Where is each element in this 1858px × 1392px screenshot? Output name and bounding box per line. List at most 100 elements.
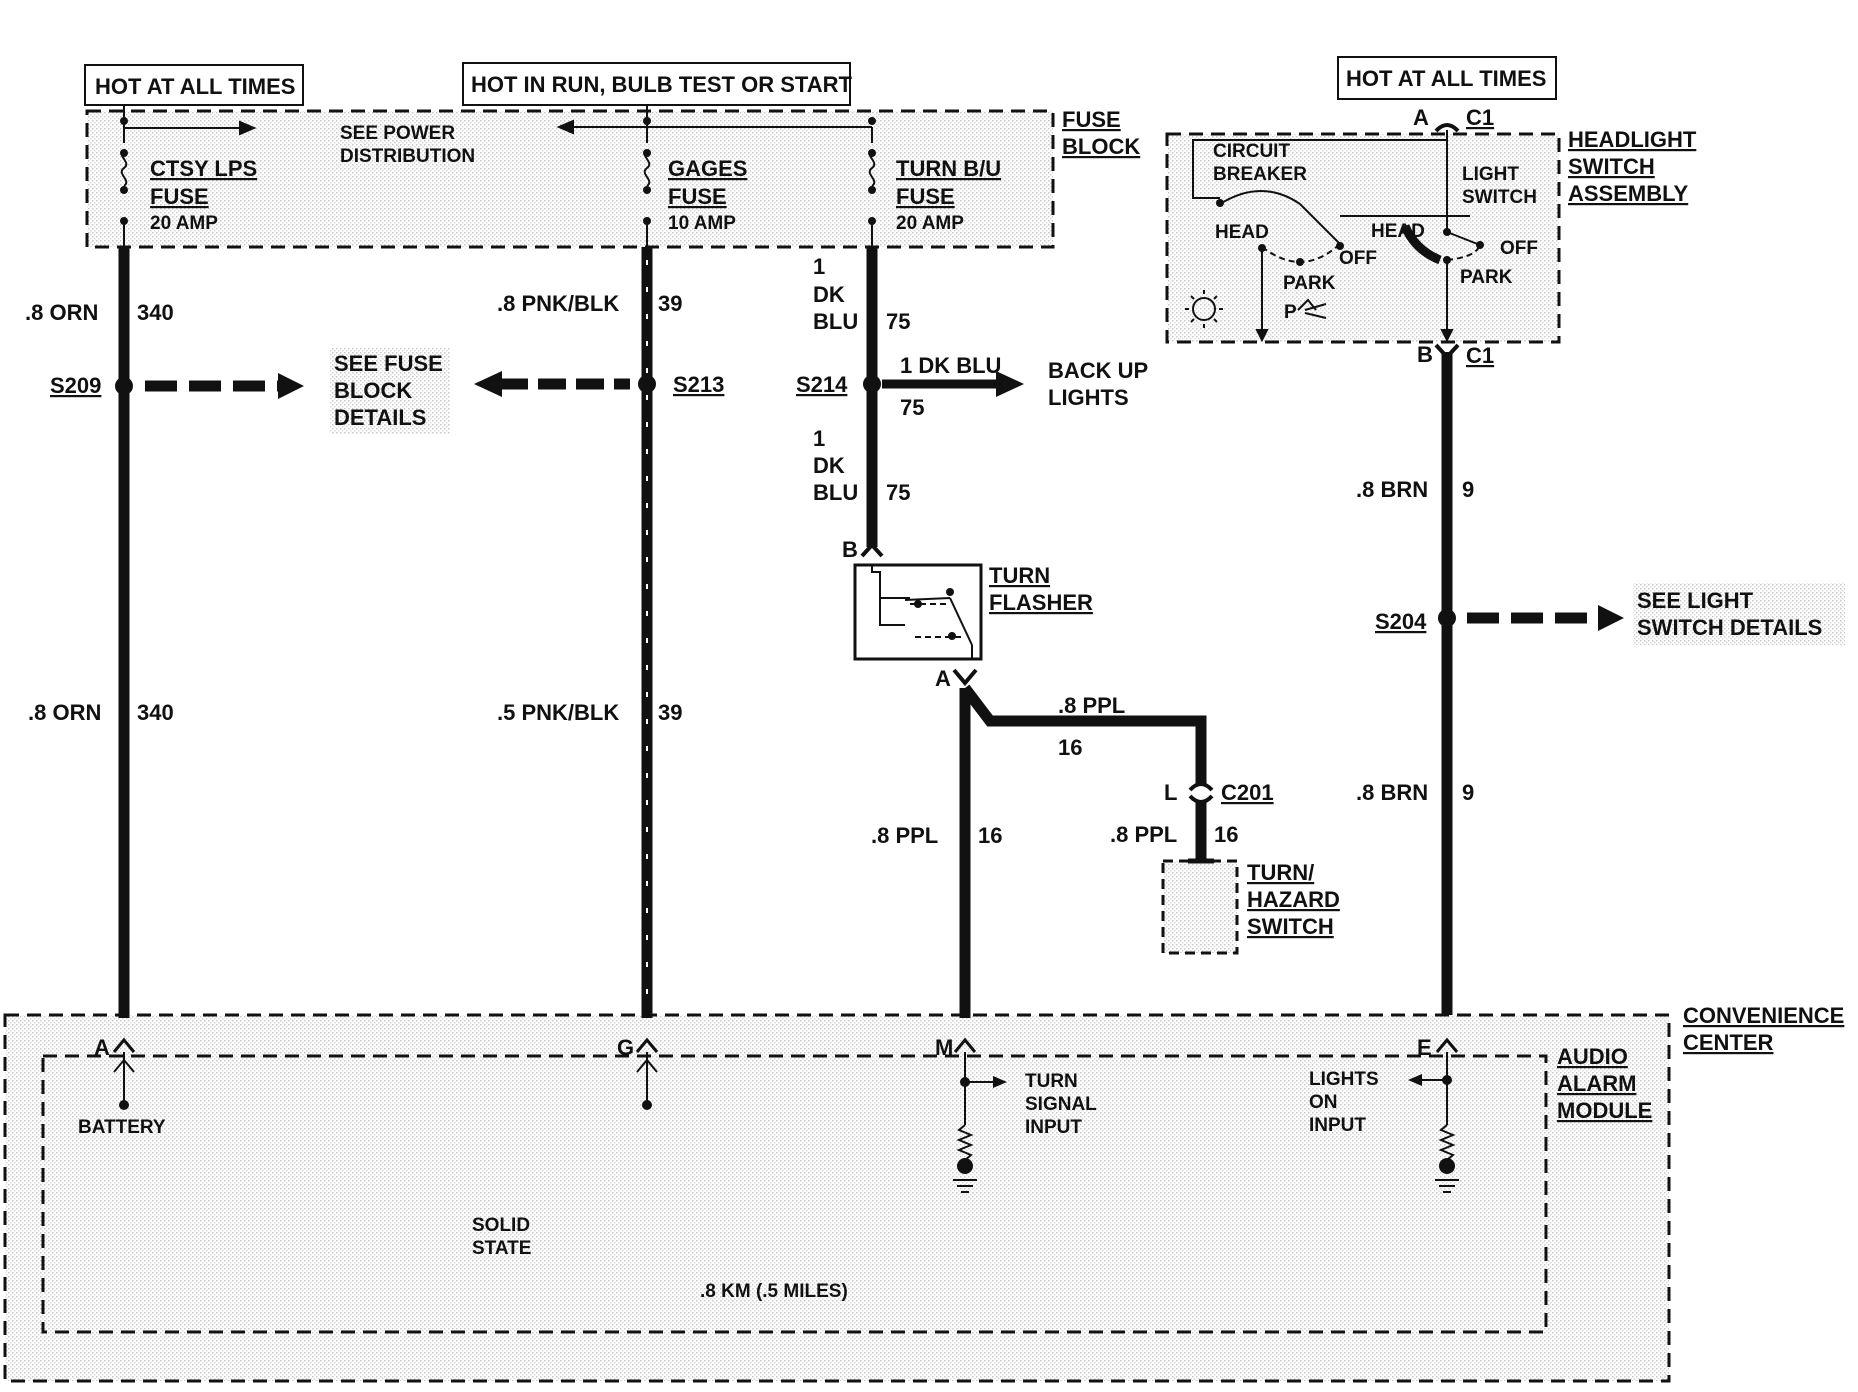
wire-label-dkblu-mid-1: 1	[813, 426, 825, 451]
wire-label-ppl-h-num: 16	[1058, 735, 1082, 760]
back-up-lights-line2: LIGHTS	[1048, 385, 1129, 410]
hot-at-all-times-right-label: HOT AT ALL TIMES	[1346, 66, 1546, 91]
headlight-switch-internals	[1192, 130, 1481, 343]
wire-label-brn-bot-size: .8 BRN	[1356, 780, 1428, 805]
ctsy-fuse-amp: 20 AMP	[150, 213, 218, 234]
splice-s214	[863, 375, 881, 393]
head-left-label: HEAD	[1215, 222, 1269, 243]
splice-s204	[1438, 609, 1456, 627]
wire-label-pnk-top-size: .8 PNK/BLK	[497, 291, 619, 316]
turn-flasher-box	[853, 563, 983, 661]
park-left-label: PARK	[1283, 273, 1336, 294]
see-power-line2: DISTRIBUTION	[340, 146, 475, 167]
hot-at-all-times-right-box	[1337, 56, 1557, 100]
wire-label-ppl-v-size: .8 PPL	[871, 823, 938, 848]
convenience-center-title-line1: CONVENIENCE	[1683, 1003, 1844, 1028]
light-switch-line1: LIGHT	[1462, 164, 1519, 185]
headlight-switch-region	[1165, 132, 1561, 344]
splice-s209	[115, 377, 133, 395]
hazard-connector-bottom	[1188, 794, 1214, 804]
fuse-block-title-line1: FUSE	[1062, 107, 1121, 132]
off-right-label: OFF	[1500, 238, 1538, 259]
turn-flasher-title-line2: FLASHER	[989, 590, 1093, 615]
module-pin-a: A	[94, 1035, 110, 1060]
hazard-pin-l: L	[1164, 780, 1177, 805]
wire-label-ppl-sw-num: 16	[1214, 822, 1238, 847]
audio-alarm-module-region	[41, 1054, 1548, 1334]
headlight-conn-c1-bottom: C1	[1466, 343, 1494, 368]
back-up-lights-line1: BACK UP	[1048, 358, 1148, 383]
module-pin-g: G	[617, 1035, 634, 1060]
wire-label-pnk-bot-num: 39	[658, 700, 682, 725]
headlight-switch-contacts	[1216, 199, 1484, 266]
lights-on-input-line3: INPUT	[1309, 1115, 1366, 1136]
fuse-block-region	[85, 109, 1055, 249]
hazard-switch-title-line2: HAZARD	[1247, 887, 1340, 912]
wire-ppl-16	[960, 684, 1207, 785]
splice-s214-label: S214	[796, 372, 848, 397]
see-fuse-block-line1: SEE FUSE	[334, 351, 443, 376]
audio-alarm-title-line2: ALARM	[1557, 1071, 1636, 1096]
off-left-label: OFF	[1339, 248, 1377, 269]
module-internal-markers	[119, 1074, 1455, 1174]
wire-label-dkblu-mid-3: BLU	[813, 480, 858, 505]
headlight-conn-a	[1434, 123, 1460, 133]
headlight-title-line2: SWITCH	[1568, 154, 1655, 179]
gages-fuse-name: GAGES	[668, 156, 747, 181]
wire-label-dkblu-top-3: BLU	[813, 309, 858, 334]
headlight-conn-b	[1434, 343, 1460, 360]
wire-label-orn-bot-num: 340	[137, 700, 174, 725]
wire-label-orn-top-size: .8 ORN	[25, 300, 98, 325]
flasher-contact-2	[914, 600, 922, 608]
audio-alarm-title-line1: AUDIO	[1557, 1044, 1628, 1069]
wire-label-dkblu-top-2: DK	[813, 282, 845, 307]
module-pin-m: M	[935, 1035, 953, 1060]
wire-label-ppl-v-num: 16	[978, 823, 1002, 848]
headlight-contact-arc	[1400, 224, 1442, 265]
see-fuse-label-shade	[330, 348, 450, 434]
lamp-icon	[1185, 290, 1223, 328]
hot-at-all-times-left-label: HOT AT ALL TIMES	[95, 74, 295, 99]
park-right-label: PARK	[1460, 267, 1513, 288]
flasher-contact-1	[946, 588, 954, 596]
headlight-title-line1: HEADLIGHT	[1568, 127, 1697, 152]
see-light-switch-line1: SEE LIGHT	[1637, 588, 1754, 613]
see-power-line1: SEE POWER	[340, 123, 455, 144]
audio-alarm-title-line3: MODULE	[1557, 1098, 1652, 1123]
hot-at-all-times-left-box	[84, 64, 304, 106]
see-light-label-shade	[1633, 583, 1845, 645]
park-lamp-p: P	[1284, 302, 1297, 323]
circuit-breaker-line1: CIRCUIT	[1213, 141, 1290, 162]
wire-label-dkblu-backup-num: 75	[900, 395, 924, 420]
turn-bu-fuse-name: TURN B/U	[896, 156, 1001, 181]
wire-label-dkblu-top-1: 1	[813, 254, 825, 279]
flasher-pin-a: A	[935, 666, 951, 691]
wire-label-pnk-bot-size: .5 PNK/BLK	[497, 700, 619, 725]
wire-label-orn-top-num: 340	[137, 300, 174, 325]
headlight-title-line3: ASSEMBLY	[1568, 181, 1689, 206]
flasher-pin-b: B	[842, 537, 858, 562]
splice-s213	[638, 375, 656, 393]
arrow-to-fuse-details	[145, 373, 304, 399]
lights-on-input-line1: LIGHTS	[1309, 1069, 1379, 1090]
module-pin-e: E	[1417, 1035, 1432, 1060]
ctsy-fuse-name: CTSY LPS	[150, 156, 257, 181]
hot-in-run-label: HOT IN RUN, BULB TEST OR START	[471, 72, 852, 97]
arrow-to-backup-lights	[882, 371, 1024, 397]
flasher-pin-b-connector	[860, 542, 884, 558]
arrow-from-s213	[474, 371, 630, 397]
turn-bu-fuse-label: FUSE	[896, 184, 955, 209]
fuse-block-terminals	[120, 117, 876, 225]
arrow-to-light-switch-details	[1467, 605, 1624, 631]
turn-bu-fuse-amp: 20 AMP	[896, 213, 964, 234]
splice-s213-label: S213	[673, 372, 724, 397]
hazard-switch-box	[1161, 859, 1239, 955]
wire-label-dkblu-mid-2: DK	[813, 453, 845, 478]
gages-fuse-amp: 10 AMP	[668, 213, 736, 234]
headlight-conn-a-label: A	[1413, 105, 1429, 130]
wire-label-ppl-sw-size: .8 PPL	[1110, 822, 1177, 847]
hazard-conn-c201: C201	[1221, 780, 1274, 805]
flasher-internals	[871, 565, 973, 659]
fuse-block-title-line2: BLOCK	[1062, 134, 1140, 159]
turn-flasher-title-line1: TURN	[989, 563, 1050, 588]
